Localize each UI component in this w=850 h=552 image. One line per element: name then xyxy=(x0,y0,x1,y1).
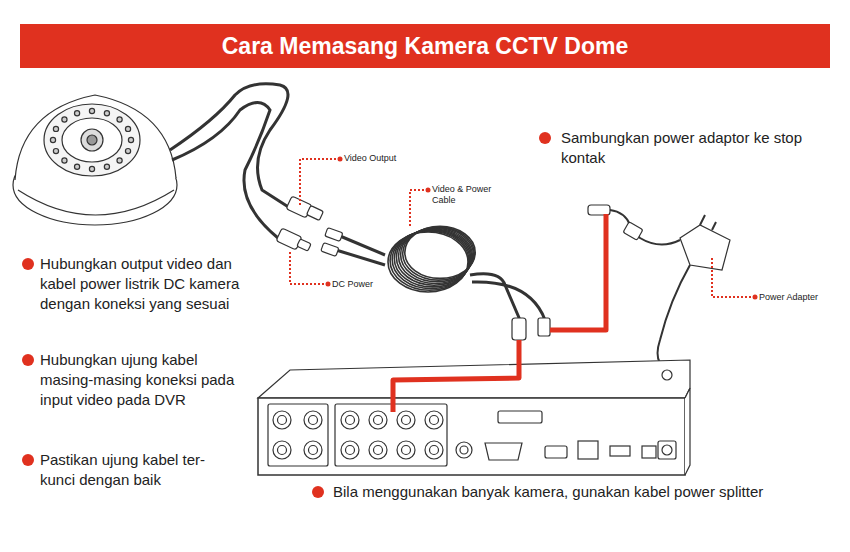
cable-coil xyxy=(401,228,474,282)
bnc-port xyxy=(278,446,287,455)
bnc-port xyxy=(402,416,411,425)
led xyxy=(117,117,122,122)
title-band: Cara Memasang Kamera CCTV Dome xyxy=(20,24,830,68)
cable-coil xyxy=(399,229,473,284)
led xyxy=(104,164,109,169)
led xyxy=(89,108,94,113)
bnc-port xyxy=(397,441,415,459)
bnc-port xyxy=(369,441,387,459)
bnc-port xyxy=(374,416,383,425)
bnc-port xyxy=(341,441,359,459)
led xyxy=(125,126,130,131)
bnc-port xyxy=(309,416,318,425)
led xyxy=(50,137,55,142)
instruction-text: Bila menggunakan banyak kamera, gunakan … xyxy=(333,482,833,502)
cable-coil xyxy=(396,229,471,285)
led xyxy=(53,126,58,131)
bnc-port xyxy=(309,446,318,455)
led xyxy=(104,111,109,116)
bnc-port xyxy=(374,446,383,455)
instruction-text: Pastikan ujung kabel ter- kunci dengan b… xyxy=(40,450,240,490)
led xyxy=(74,164,79,169)
part-label: DC Power xyxy=(332,279,402,290)
cable-coil xyxy=(405,226,475,278)
bnc-port xyxy=(402,446,411,455)
bnc-port xyxy=(278,416,287,425)
led xyxy=(62,158,67,163)
cable-coil xyxy=(403,227,475,280)
bnc-port xyxy=(346,416,355,425)
led xyxy=(53,148,58,153)
led xyxy=(62,117,67,122)
bnc-port xyxy=(430,416,439,425)
bnc-port xyxy=(430,446,439,455)
bnc-port xyxy=(425,441,443,459)
bnc-port xyxy=(304,411,322,429)
bnc-port xyxy=(346,446,355,455)
bnc-port xyxy=(304,441,322,459)
bnc-port xyxy=(397,411,415,429)
led xyxy=(117,158,122,163)
title: Cara Memasang Kamera CCTV Dome xyxy=(222,33,628,60)
led xyxy=(128,137,133,142)
instruction-text: Hubungkan ujung kabel masing-masing kone… xyxy=(40,350,240,410)
instruction-text: Hubungkan output video dan kabel power l… xyxy=(40,254,255,314)
bnc-port xyxy=(369,411,387,429)
part-label: Video Output xyxy=(344,153,424,164)
part-label: Video & Power Cable xyxy=(432,184,504,206)
led xyxy=(89,166,94,171)
led xyxy=(125,148,130,153)
bnc-port xyxy=(425,411,443,429)
part-label: Power Adapter xyxy=(759,292,844,303)
instruction-text: Sambungkan power adaptor ke stop kontak xyxy=(561,128,811,168)
bnc-port xyxy=(273,411,291,429)
bnc-port xyxy=(273,441,291,459)
led xyxy=(74,111,79,116)
bnc-port xyxy=(341,411,359,429)
